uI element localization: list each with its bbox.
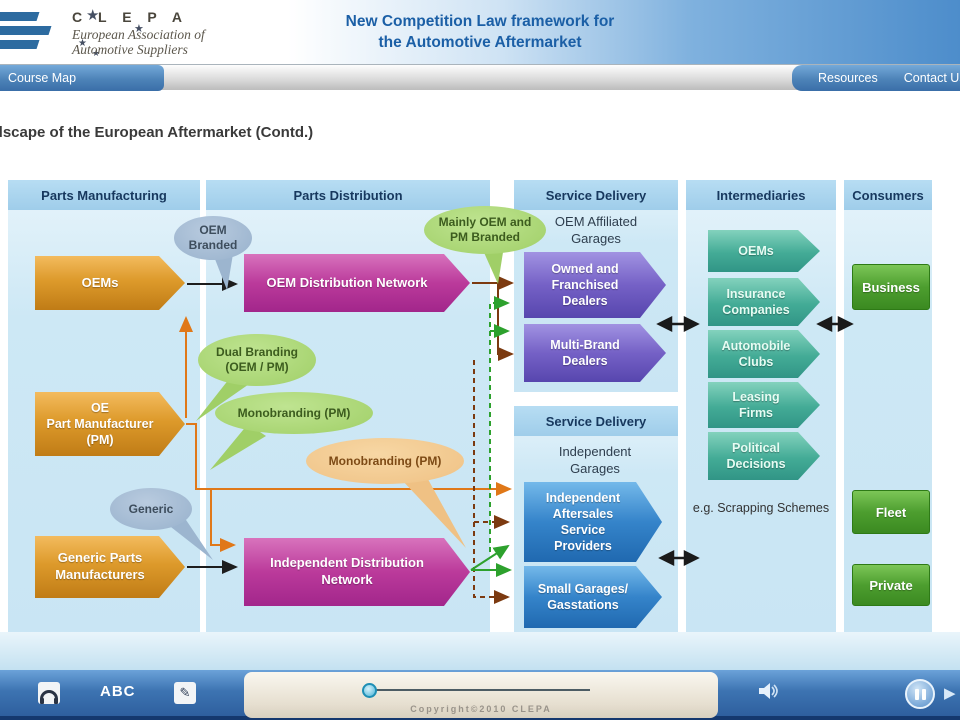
audio-button[interactable] bbox=[38, 682, 60, 704]
consumers-panel bbox=[844, 180, 932, 638]
intermediary-oems-box: OEMs bbox=[708, 230, 820, 272]
oe-part-manufacturer-box: OE Part Manufacturer (PM) bbox=[35, 392, 185, 456]
dual-branding-bubble: Dual Branding (OEM / PM) bbox=[198, 334, 316, 386]
column-header-consumers: Consumers bbox=[844, 180, 932, 210]
independent-garages-label: Independent Garages bbox=[558, 444, 632, 476]
org-subtitle-line2: Automotive Suppliers bbox=[72, 42, 188, 57]
owned-franchised-dealers-box: Owned and Franchised Dealers bbox=[524, 252, 666, 318]
next-icon: ▶ bbox=[944, 685, 956, 702]
notes-pencil-icon: ✎ bbox=[179, 685, 191, 700]
seek-track[interactable] bbox=[376, 689, 590, 691]
contact-us-link[interactable]: Contact Us bbox=[903, 71, 960, 85]
pause-icon bbox=[914, 688, 919, 700]
header-banner: ★ ★ ★ ★ C L E P A European Association o… bbox=[0, 0, 960, 64]
consumer-private-box: Private bbox=[852, 564, 930, 606]
headphones-icon bbox=[40, 690, 58, 704]
intermediary-leasing-firms-box: Leasing Firms bbox=[708, 382, 820, 428]
consumer-fleet-box: Fleet bbox=[852, 490, 930, 534]
oems-box: OEMs bbox=[35, 256, 185, 310]
nav-right-links: Resources Contact Us bbox=[792, 65, 960, 91]
consumer-business-box: Business bbox=[852, 264, 930, 310]
next-button[interactable]: ▶ bbox=[944, 686, 956, 701]
copyright-text: Copyright©2010 CLEPA bbox=[410, 704, 552, 714]
mainly-oem-pm-branded-bubble: Mainly OEM and PM Branded bbox=[424, 206, 546, 254]
org-subtitle-line1: European Association of bbox=[72, 27, 205, 42]
service-delivery-lower-header: Service Delivery bbox=[514, 406, 678, 436]
small-garages-gasstations-box: Small Garages/ Gasstations bbox=[524, 566, 662, 628]
independent-aftersales-service-providers-box: Independent Aftersales Service Providers bbox=[524, 482, 662, 562]
seek-panel: Copyright©2010 CLEPA bbox=[244, 672, 718, 718]
column-header-parts-manufacturing: Parts Manufacturing bbox=[8, 180, 200, 210]
player-bar: ABC ✎ Copyright©2010 CLEPA ◀ bbox=[0, 670, 960, 720]
logo-star-icon: ★ bbox=[92, 48, 101, 58]
volume-icon[interactable] bbox=[758, 682, 780, 700]
course-map-label: Course Map bbox=[8, 71, 77, 85]
resources-link[interactable]: Resources bbox=[818, 71, 878, 85]
captions-icon: ABC bbox=[100, 683, 136, 700]
logo-star-icon: ★ bbox=[134, 23, 144, 35]
nav-bar: Course Map Resources Contact Us bbox=[0, 64, 960, 91]
logo-star-icon: ★ bbox=[86, 7, 100, 24]
oem-affiliated-garages-label: OEM Affiliated Garages bbox=[554, 214, 638, 246]
column-header-intermediaries: Intermediaries bbox=[686, 180, 836, 210]
column-header-parts-distribution: Parts Distribution bbox=[206, 180, 490, 210]
intermediary-political-decisions-box: Political Decisions bbox=[708, 432, 820, 480]
monobranding-pm-orange-bubble: Monobranding (PM) bbox=[306, 438, 464, 484]
org-acronym: C L E P A bbox=[72, 9, 188, 25]
notes-button[interactable]: ✎ bbox=[174, 682, 196, 704]
stage-bottom-wash bbox=[0, 632, 960, 672]
captions-button[interactable]: ABC bbox=[100, 683, 136, 700]
pause-button[interactable] bbox=[905, 679, 935, 709]
intermediary-automobile-clubs-box: Automobile Clubs bbox=[708, 330, 820, 378]
course-title-line2: the Automotive Aftermarket bbox=[378, 33, 582, 51]
course-title: New Competition Law framework for the Au… bbox=[290, 12, 670, 54]
scrapping-schemes-note: e.g. Scrapping Schemes bbox=[692, 501, 830, 515]
logo-star-icon: ★ bbox=[78, 38, 87, 49]
independent-distribution-network-box: Independent Distribution Network bbox=[244, 538, 470, 606]
oem-distribution-network-box: OEM Distribution Network bbox=[244, 254, 470, 312]
slide-heading: Landscape of the European Aftermarket (C… bbox=[0, 124, 314, 141]
column-header-service-delivery: Service Delivery bbox=[514, 180, 678, 210]
oem-branded-bubble: OEM Branded bbox=[174, 216, 252, 260]
intermediary-insurance-companies-box: Insurance Companies bbox=[708, 278, 820, 326]
generic-bubble: Generic bbox=[110, 488, 192, 530]
monobranding-pm-green-bubble: Monobranding (PM) bbox=[215, 392, 373, 434]
multi-brand-dealers-box: Multi-Brand Dealers bbox=[524, 324, 666, 382]
seek-knob[interactable] bbox=[362, 683, 377, 698]
course-map-tab[interactable]: Course Map bbox=[0, 65, 164, 91]
generic-parts-manufacturers-box: Generic Parts Manufacturers bbox=[35, 536, 185, 598]
course-title-line1: New Competition Law framework for bbox=[345, 13, 615, 30]
